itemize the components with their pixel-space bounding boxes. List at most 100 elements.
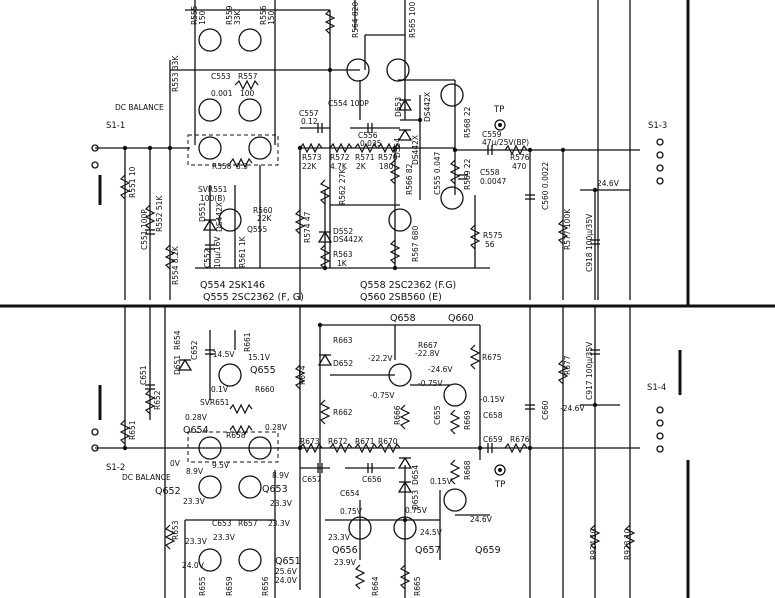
label-ds442x-c: DS442X [333, 235, 363, 244]
label-v14-5: -14.5V [210, 350, 235, 359]
label-d553: D553 [394, 97, 403, 117]
label-v0-15n: -0.15V [480, 395, 505, 404]
label-r560-value: 22K [257, 214, 273, 223]
label-r551: R551 10 [128, 166, 137, 198]
label-ds442x-b: DS442X [411, 135, 420, 165]
label-r671: R671 [355, 437, 375, 446]
transistor-q659 [443, 488, 467, 512]
label-v0-28b: 0.28V [265, 423, 288, 432]
transistor-q-top-4 [238, 98, 262, 122]
transistor-q658 [388, 363, 412, 387]
label-c654: C654 [340, 489, 360, 498]
label-r577: R577 100K [563, 208, 572, 250]
transistor-q555 [218, 208, 242, 232]
label-c554: C554 100P [328, 99, 369, 108]
label-c552-value: 10µ/16V [213, 236, 222, 268]
label-tp-top: TP [493, 105, 504, 115]
label-v0-75c: 0.75V [340, 507, 363, 516]
label-r571-value: 2K [356, 162, 367, 171]
label-c655: C655 [433, 405, 442, 425]
label-v8-9b: 8.9V [272, 471, 290, 480]
label-c558-value: 0.0047 [480, 177, 506, 186]
label-r654: R654 [173, 330, 182, 350]
label-r554: R554 8.2K [171, 245, 180, 285]
label-c659: C659 [483, 435, 503, 444]
label-c556: C556 [358, 131, 378, 140]
label-v24-6-top: 24.6V [597, 179, 620, 188]
label-r555: R555 [190, 5, 199, 25]
label-r674: R674 [298, 365, 307, 385]
label-v9-5: 9.5V [212, 461, 230, 470]
label-c558: C558 [480, 168, 500, 177]
dual-fet-package-bottom [187, 431, 279, 463]
resistors [119, 9, 636, 590]
label-r657: R657 [238, 519, 258, 528]
label-c657: C657 [302, 475, 322, 484]
label-s1-2: S1-2 [106, 463, 125, 473]
label-r555-value: 150 [198, 10, 207, 25]
transistor-q652 [198, 475, 222, 499]
label-tp-bottom: TP [494, 480, 505, 490]
junction-dots [122, 67, 598, 523]
top-channel-wiring [95, 0, 640, 300]
label-v23-3c: 23.3V [268, 519, 291, 528]
label-r575-value: 56 [485, 240, 495, 249]
label-v24-5: 24.5V [420, 528, 443, 537]
label-q558-line: Q558 2SC2362 (F.G) [360, 280, 456, 291]
label-v8-9a: 8.9V [186, 467, 204, 476]
label-r553: R553 33K [171, 55, 180, 92]
transistor-q654b [248, 436, 272, 460]
label-c553-value: 0.001 [211, 89, 233, 98]
label-v23-3d: 23.3V [185, 537, 208, 546]
label-c552: C552 [203, 248, 212, 268]
label-q652: Q652 [155, 486, 181, 497]
label-r557-value: 100 [240, 89, 255, 98]
label-r660: R660 [255, 385, 275, 394]
label-d551: D551 [198, 202, 207, 222]
label-r568: R568 22 [463, 106, 472, 138]
label-v24-6c: 24.6V [470, 515, 493, 524]
dual-fet-package-top [187, 134, 279, 166]
transistor-q656 [348, 516, 372, 540]
label-r673: R673 [300, 437, 320, 446]
label-r659: R659 [225, 576, 234, 596]
transistor-q651 [238, 548, 262, 572]
label-r667: R667 [418, 341, 438, 350]
label-r661: R661 [243, 332, 252, 352]
label-r676: R676 [510, 435, 530, 444]
label-q555: Q555 [247, 225, 267, 234]
label-q560-line: Q560 2SB560 (E) [360, 292, 442, 303]
transistor-q660 [443, 383, 467, 407]
label-svr551-value: 100(B) [200, 194, 225, 203]
label-r655: R655 [198, 576, 207, 596]
label-c559-value: 47µ/25V(BP) [482, 138, 529, 147]
label-q660: Q660 [448, 313, 474, 324]
label-c553: C553 [211, 72, 231, 81]
label-s1-4: S1-4 [647, 383, 666, 393]
label-r675: R675 [482, 353, 502, 362]
label-v0-1: 0.1V [211, 385, 229, 394]
label-r569: R569 22 [463, 158, 472, 190]
transistor-q559 [440, 83, 464, 107]
transistor-q651-left [198, 548, 222, 572]
diodes [177, 98, 413, 493]
label-d554: D554 [393, 138, 402, 158]
test-point-bottom-center [498, 468, 502, 472]
test-point-top [494, 119, 506, 131]
transistor-q554a [198, 136, 222, 160]
label-c653: C653 [212, 519, 232, 528]
label-r665: R665 [413, 576, 422, 596]
label-v22-2: -22.2V [368, 354, 393, 363]
label-r670: R670 [378, 437, 398, 446]
label-svr651: SVR651 [200, 398, 230, 407]
label-ds442x-a: DS442X [423, 92, 432, 122]
label-v22-8: -22.8V [415, 349, 440, 358]
label-r652: R652 [153, 390, 162, 410]
label-v0-15: 0.15V [430, 477, 453, 486]
label-q658: Q658 [390, 313, 416, 324]
label-r572: R572 [330, 153, 350, 162]
label-r561: R561 1K [238, 235, 247, 268]
capacitors [145, 123, 600, 473]
label-q554-line: Q554 2SK146 [200, 280, 265, 291]
label-q657: Q657 [415, 545, 441, 556]
